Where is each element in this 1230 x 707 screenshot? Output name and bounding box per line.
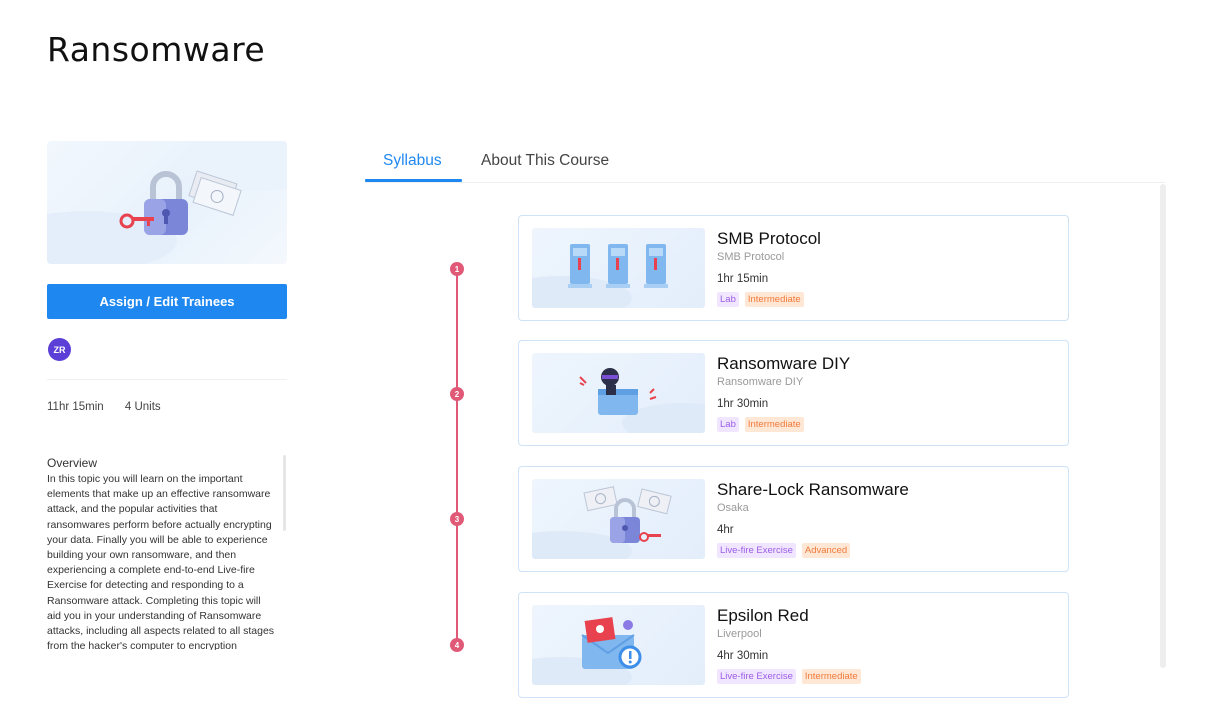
syllabus-scrollbar[interactable] bbox=[1160, 184, 1166, 668]
hacker-icon bbox=[579, 368, 705, 433]
unit-type-tag: Lab bbox=[717, 417, 739, 432]
envelope-alert-icon bbox=[532, 617, 642, 685]
course-tabs: Syllabus About This Course bbox=[365, 140, 1165, 183]
padlock-money-icon bbox=[532, 486, 672, 559]
timeline-line bbox=[456, 269, 458, 645]
avatar[interactable]: ZR bbox=[48, 338, 71, 361]
unit-level-tag: Intermediate bbox=[744, 292, 804, 307]
tab-about-this-course[interactable]: About This Course bbox=[481, 152, 610, 169]
timeline-step: 3 bbox=[450, 512, 464, 526]
timeline-step: 1 bbox=[450, 262, 464, 276]
unit-thumbnail bbox=[532, 605, 705, 685]
unit-title: Share-Lock Ransomware bbox=[717, 480, 909, 499]
unit-card[interactable]: Epsilon Red Liverpool 4hr 30min Live-fir… bbox=[518, 592, 1069, 698]
unit-level-tag: Intermediate bbox=[744, 417, 804, 432]
page-title: Ransomware bbox=[47, 30, 266, 69]
assign-trainees-button[interactable]: Assign / Edit Trainees bbox=[47, 284, 287, 319]
timeline-step: 2 bbox=[450, 387, 464, 401]
unit-thumbnail bbox=[532, 479, 705, 559]
unit-duration: 1hr 15min bbox=[717, 273, 769, 285]
active-tab-indicator bbox=[365, 179, 462, 182]
unit-duration: 4hr bbox=[717, 524, 734, 536]
unit-thumbnail bbox=[532, 228, 705, 308]
unit-type-tag: Lab bbox=[717, 292, 739, 307]
padlock-key-icon bbox=[47, 141, 287, 264]
unit-title: SMB Protocol bbox=[717, 229, 821, 248]
unit-type-tag: Live-fire Exercise bbox=[717, 669, 796, 684]
unit-card[interactable]: SMB Protocol SMB Protocol 1hr 15min Lab … bbox=[518, 215, 1069, 321]
tab-syllabus[interactable]: Syllabus bbox=[383, 152, 442, 169]
unit-subtitle: Osaka bbox=[717, 502, 749, 514]
unit-type-tag: Live-fire Exercise bbox=[717, 543, 796, 558]
unit-card[interactable]: Share-Lock Ransomware Osaka 4hr Live-fir… bbox=[518, 466, 1069, 572]
overview-title: Overview bbox=[47, 456, 98, 470]
unit-level-tag: Intermediate bbox=[801, 669, 861, 684]
course-duration: 11hr 15min bbox=[47, 401, 104, 413]
unit-level-tag: Advanced bbox=[801, 543, 851, 558]
unit-duration: 4hr 30min bbox=[717, 650, 769, 662]
unit-title: Ransomware DIY bbox=[717, 354, 851, 373]
divider bbox=[47, 379, 287, 380]
unit-subtitle: Ransomware DIY bbox=[717, 376, 804, 388]
course-units: 4 Units bbox=[124, 401, 161, 413]
course-meta: 11hr 15min 4 Units bbox=[47, 401, 179, 413]
course-hero-image bbox=[47, 141, 287, 264]
unit-card[interactable]: Ransomware DIY Ransomware DIY 1hr 30min … bbox=[518, 340, 1069, 446]
unit-subtitle: SMB Protocol bbox=[717, 251, 785, 263]
timeline-step: 4 bbox=[450, 638, 464, 652]
overview-text: In this topic you will learn on the impo… bbox=[47, 473, 275, 650]
unit-thumbnail bbox=[532, 353, 705, 433]
unit-duration: 1hr 30min bbox=[717, 398, 769, 410]
unit-title: Epsilon Red bbox=[717, 606, 809, 625]
unit-subtitle: Liverpool bbox=[717, 628, 762, 640]
server-racks-icon bbox=[532, 244, 668, 308]
overview-scrollbar[interactable] bbox=[283, 455, 286, 531]
